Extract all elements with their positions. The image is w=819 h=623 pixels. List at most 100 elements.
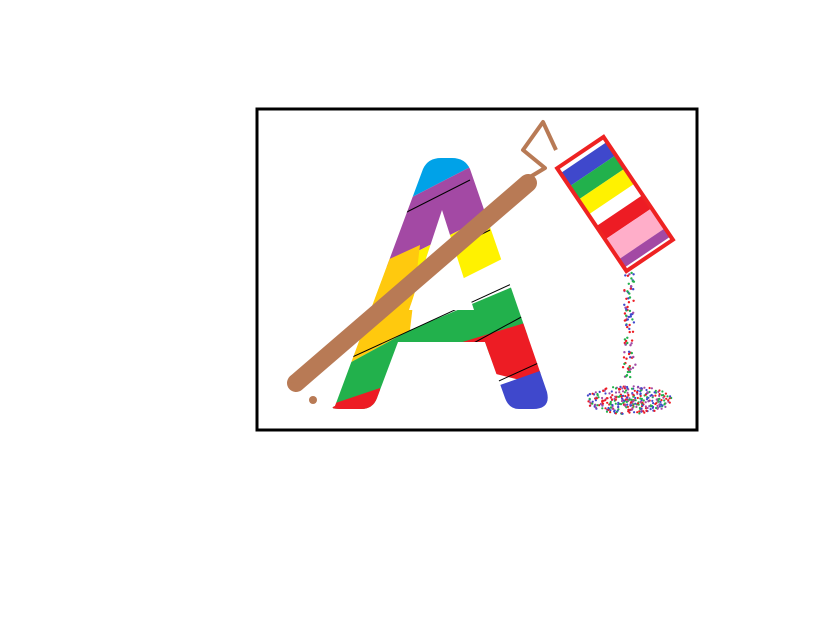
sprinkle [610, 390, 613, 393]
sprinkle [660, 407, 663, 410]
sprinkle [663, 402, 667, 405]
sprinkle [598, 390, 601, 393]
sprinkle [604, 392, 607, 395]
sprinkle [635, 405, 638, 408]
sprinkle [596, 394, 599, 397]
sprinkle [644, 405, 648, 408]
sprinkle [619, 403, 623, 406]
sprinkle [609, 409, 612, 412]
sprinkle [588, 397, 591, 400]
sprinkle [638, 412, 641, 415]
sprinkle [664, 392, 668, 395]
sprinkle [625, 406, 628, 409]
sprinkle [626, 318, 629, 321]
sprinkle [623, 404, 626, 407]
sprinkle [663, 399, 666, 402]
sprinkle [618, 391, 621, 394]
sprinkle [609, 396, 612, 399]
sprinkle [647, 400, 650, 403]
sprinkle [639, 400, 642, 403]
sprinkle [628, 296, 632, 299]
sprinkle [667, 399, 670, 402]
sprinkle [622, 356, 626, 359]
sprinkle [625, 323, 628, 327]
sprinkle [658, 393, 661, 396]
can-outline [554, 134, 676, 274]
sprinkle [626, 367, 630, 370]
sprinkle [624, 339, 628, 343]
stripe-red-bottom [332, 388, 380, 409]
sprinkle [634, 399, 637, 402]
sprinkle [625, 297, 628, 300]
sprinkle [588, 404, 592, 407]
letter-a [332, 158, 548, 409]
falling-sprinkles [621, 271, 637, 379]
sprinkle [591, 400, 594, 403]
sprinkle [669, 395, 672, 398]
sprinkle [622, 401, 625, 405]
sprinkle [628, 368, 631, 372]
sprinkle [658, 405, 662, 408]
stripe-line [489, 359, 546, 386]
sprinkle [612, 386, 615, 389]
sprinkle [645, 398, 649, 401]
sprinkle [632, 400, 635, 403]
sprinkle [629, 285, 633, 288]
sprinkle [660, 394, 663, 397]
sprinkle [629, 287, 632, 290]
sprinkle [644, 407, 648, 410]
sprinkle [626, 391, 629, 394]
sprinkle [611, 407, 614, 410]
sprinkle [626, 325, 629, 329]
sprinkle [625, 375, 628, 378]
stripe-line [334, 279, 521, 366]
sprinkle [630, 271, 633, 275]
sprinkle [586, 394, 590, 397]
sprinkle [614, 398, 618, 401]
sprinkle [628, 309, 632, 313]
sprinkle [622, 399, 626, 402]
sprinkle [589, 401, 592, 404]
sprinkle [629, 401, 633, 404]
sprinkle [627, 350, 631, 353]
sprinkle [632, 394, 635, 397]
sprinkle [595, 397, 599, 400]
sprinkle [631, 280, 635, 283]
sprinkle [630, 351, 633, 355]
sprinkle [651, 399, 654, 402]
sprinkle [614, 387, 618, 390]
can-stripe-purple [618, 228, 671, 268]
handle-knob [289, 375, 297, 383]
sprinkle [614, 391, 618, 394]
sprinkle [629, 375, 632, 379]
sprinkle [617, 405, 620, 408]
sprinkle [606, 401, 609, 404]
sprinkle [626, 336, 629, 339]
sprinkle [594, 406, 598, 409]
sprinkle [601, 407, 604, 410]
sprinkle [623, 351, 626, 354]
sprinkle [626, 274, 630, 277]
sprinkle [665, 397, 668, 400]
sprinkle [646, 406, 649, 410]
sprinkle [626, 387, 629, 390]
sprinkle [636, 392, 639, 395]
sprinkle [628, 398, 632, 401]
sprinkle [623, 391, 626, 394]
sprinkle [652, 405, 655, 409]
sprinkle [615, 396, 618, 399]
sprinkle [629, 356, 632, 359]
sprinkle [627, 315, 631, 319]
sprinkle [617, 408, 620, 411]
sprinkle [607, 406, 610, 410]
sprinkle [621, 387, 624, 390]
sprinkle [628, 327, 631, 331]
paint-can [554, 134, 676, 274]
sprinkle [609, 411, 612, 414]
sprinkle [626, 370, 630, 374]
sprinkle [656, 406, 660, 409]
sprinkle [621, 366, 625, 369]
sprinkle [632, 273, 635, 276]
sprinkle [621, 390, 625, 393]
